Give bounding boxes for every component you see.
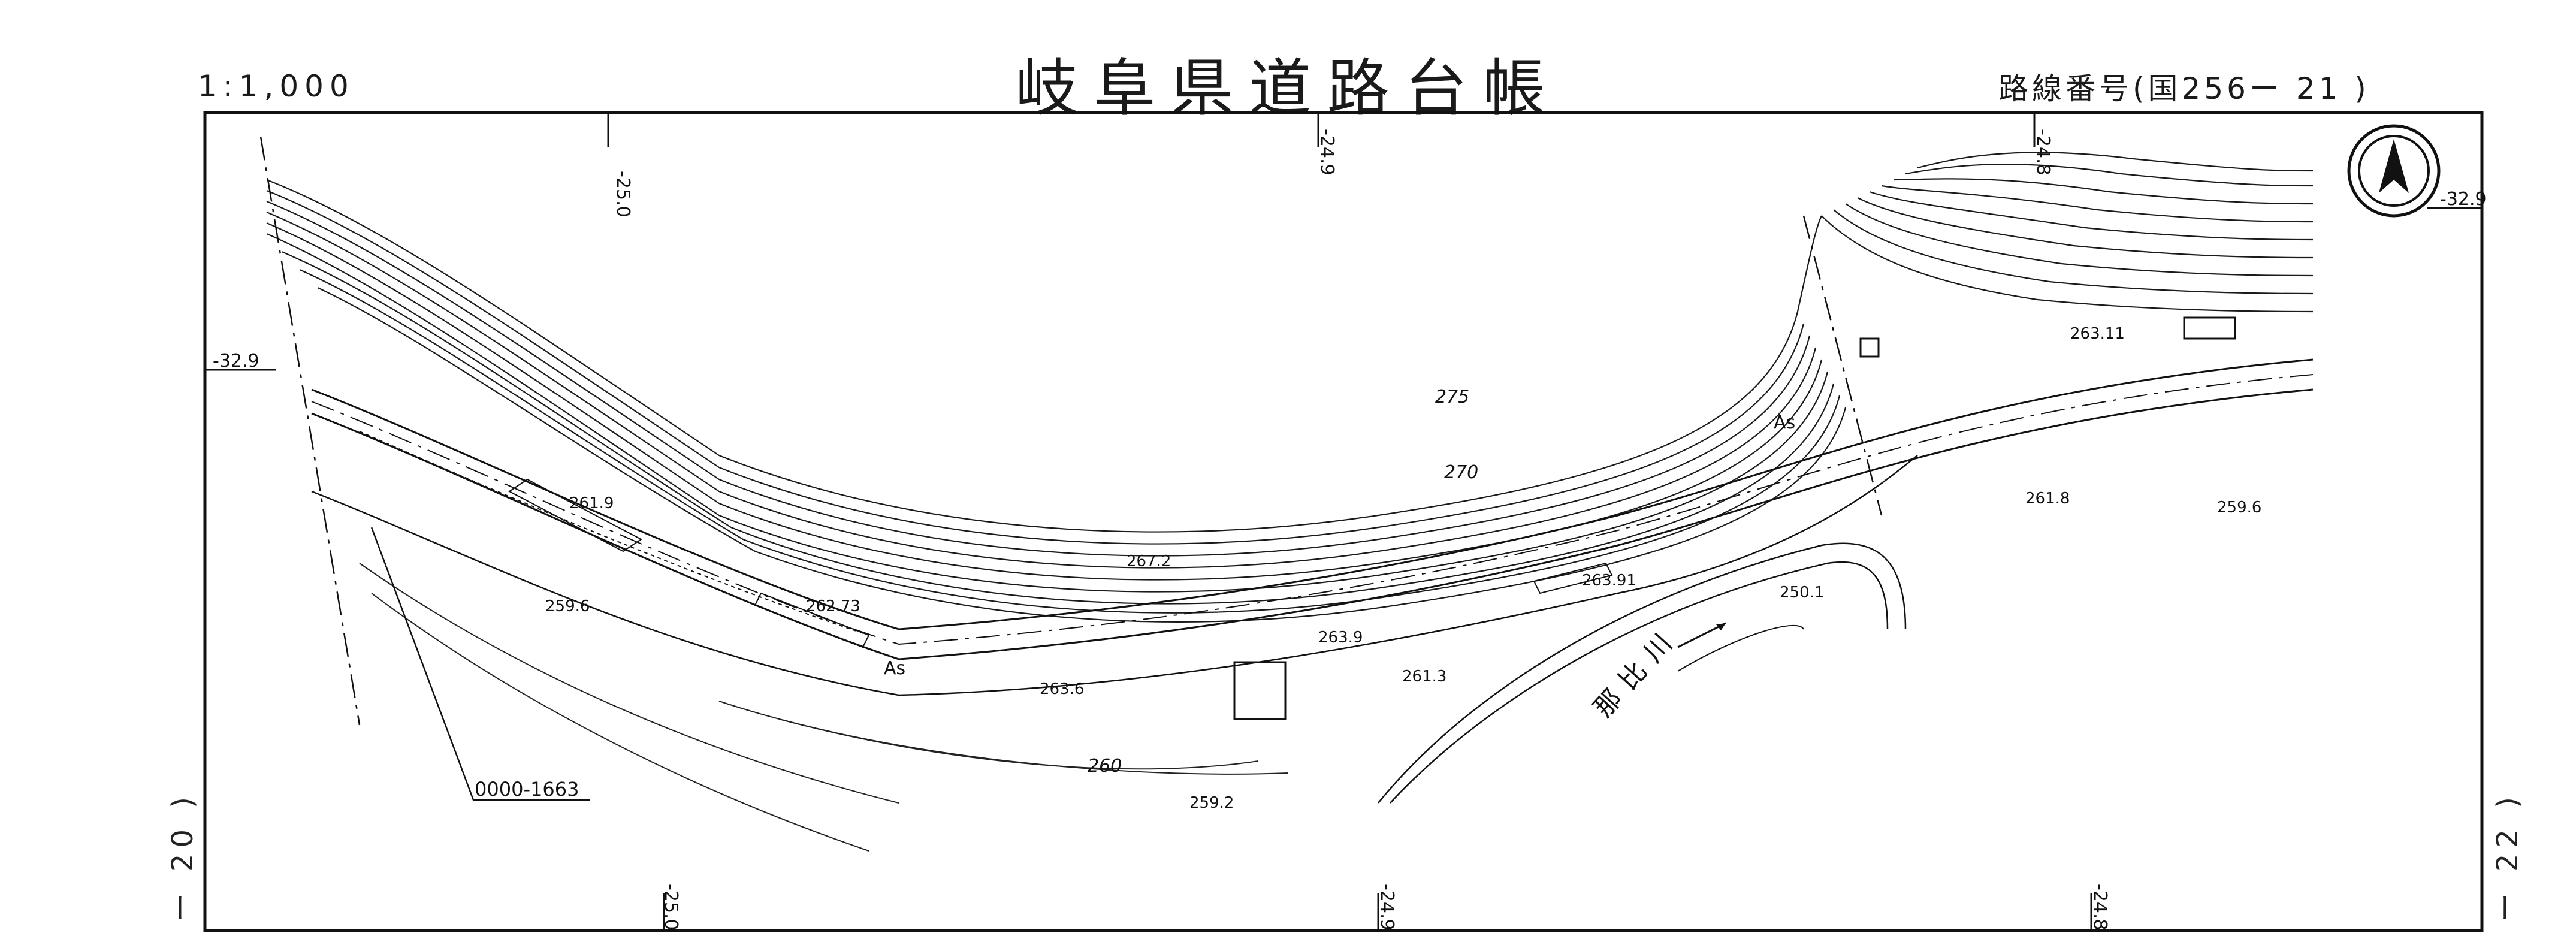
grid-label-right: -32.9 (2440, 189, 2487, 210)
river (1378, 542, 1907, 804)
pavement-label: As (1774, 412, 1795, 433)
spot-height: 259.6 (2217, 499, 2261, 517)
grid-label-bottom-2: -24.9 (1376, 884, 1397, 931)
spot-height: 261.3 (1402, 668, 1446, 686)
grid-label-bottom-3: -24.8 (2089, 884, 2110, 931)
main-road (311, 358, 2314, 696)
spot-height: 259.6 (545, 597, 590, 615)
spot-height: 261.8 (2025, 490, 2070, 508)
pavement-label: As (884, 658, 905, 679)
building (2183, 316, 2236, 340)
map-scale: 1:1,000 (198, 69, 355, 104)
spot-height: 267.2 (1127, 552, 1171, 570)
retaining-wall (359, 431, 1613, 648)
contour-label-270: 270 (1444, 462, 1478, 483)
contour-label-260: 260 (1088, 756, 1122, 777)
spot-height: 261.9 (569, 494, 614, 512)
spot-heights: 261.9 267.2 262.73 259.6 263.6 263.9 263… (545, 325, 2261, 812)
spot-height: 250.1 (1780, 584, 1824, 602)
reference-code: 0000-1663 (475, 778, 579, 801)
grid-label-left: -32.9 (213, 351, 259, 372)
spot-height: 263.91 (1582, 572, 1636, 590)
building (1233, 661, 1287, 720)
map-frame (203, 111, 2484, 932)
contour-lines (266, 152, 2314, 623)
building (1859, 337, 1880, 358)
north-arrow-icon (2347, 124, 2441, 218)
spot-height: 263.6 (1040, 680, 1084, 698)
river-label: 那比川 (1588, 620, 1685, 723)
spot-height: 263.11 (2070, 325, 2125, 343)
grid-label-top-1: -25.0 (612, 171, 633, 218)
contour-label-275: 275 (1435, 387, 1469, 407)
grid-label-top-2: -24.9 (1316, 129, 1337, 176)
route-number: 路線番号(国256ー 21 ) (1998, 71, 2370, 106)
lower-contours (359, 563, 1289, 852)
spot-height: 263.9 (1318, 629, 1363, 647)
spot-height: 262.73 (806, 597, 860, 615)
spot-height: 259.2 (1189, 794, 1234, 812)
